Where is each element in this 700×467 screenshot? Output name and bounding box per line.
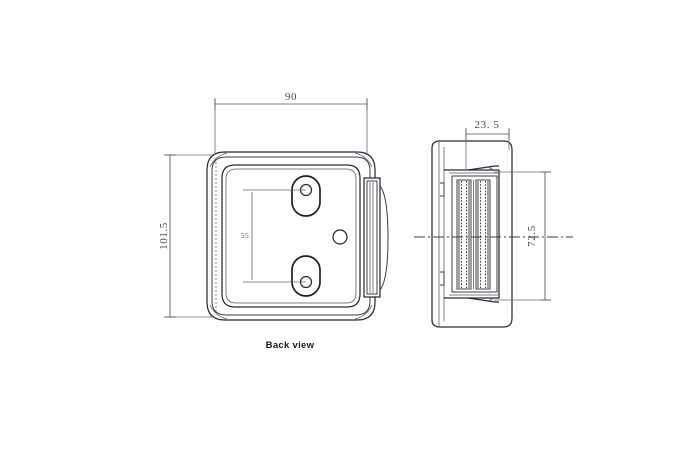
dim-hole-spacing-55-text: 55: [241, 231, 249, 240]
grille-hatch-pattern: [457, 180, 490, 289]
dim-height-101-5-text: 101.5: [158, 222, 170, 250]
dim-width-90-text: 90: [285, 91, 297, 103]
inner-recess-panel: [222, 165, 360, 307]
alignment-bore: [333, 230, 347, 244]
bezel-notch-lower: [440, 272, 444, 285]
dim-hole-spacing-55: 55: [241, 190, 306, 282]
outer-bezel-profile: [432, 141, 512, 327]
bezel-notch-upper: [440, 183, 444, 196]
upper-mounting-slot: [292, 176, 320, 216]
recessed-housing: [444, 166, 499, 302]
side-connector-rib: [364, 178, 388, 297]
side-view-group: 23. 5 72.5: [414, 119, 573, 327]
dim-opening-72-5-text: 72.5: [526, 225, 538, 247]
dim-width-90: 90: [215, 91, 367, 155]
lower-mounting-slot: [292, 256, 320, 296]
back-view-group: 90 101.5 55 Back view: [158, 91, 388, 351]
dim-depth-23-5-text: 23. 5: [475, 119, 500, 131]
dim-opening-72-5: 72.5: [494, 172, 551, 300]
dim-depth-23-5: 23. 5: [466, 119, 509, 170]
back-view-caption: Back view: [266, 340, 315, 351]
outer-rounded-frame: [207, 152, 375, 320]
dim-height-101-5: 101.5: [158, 155, 212, 317]
